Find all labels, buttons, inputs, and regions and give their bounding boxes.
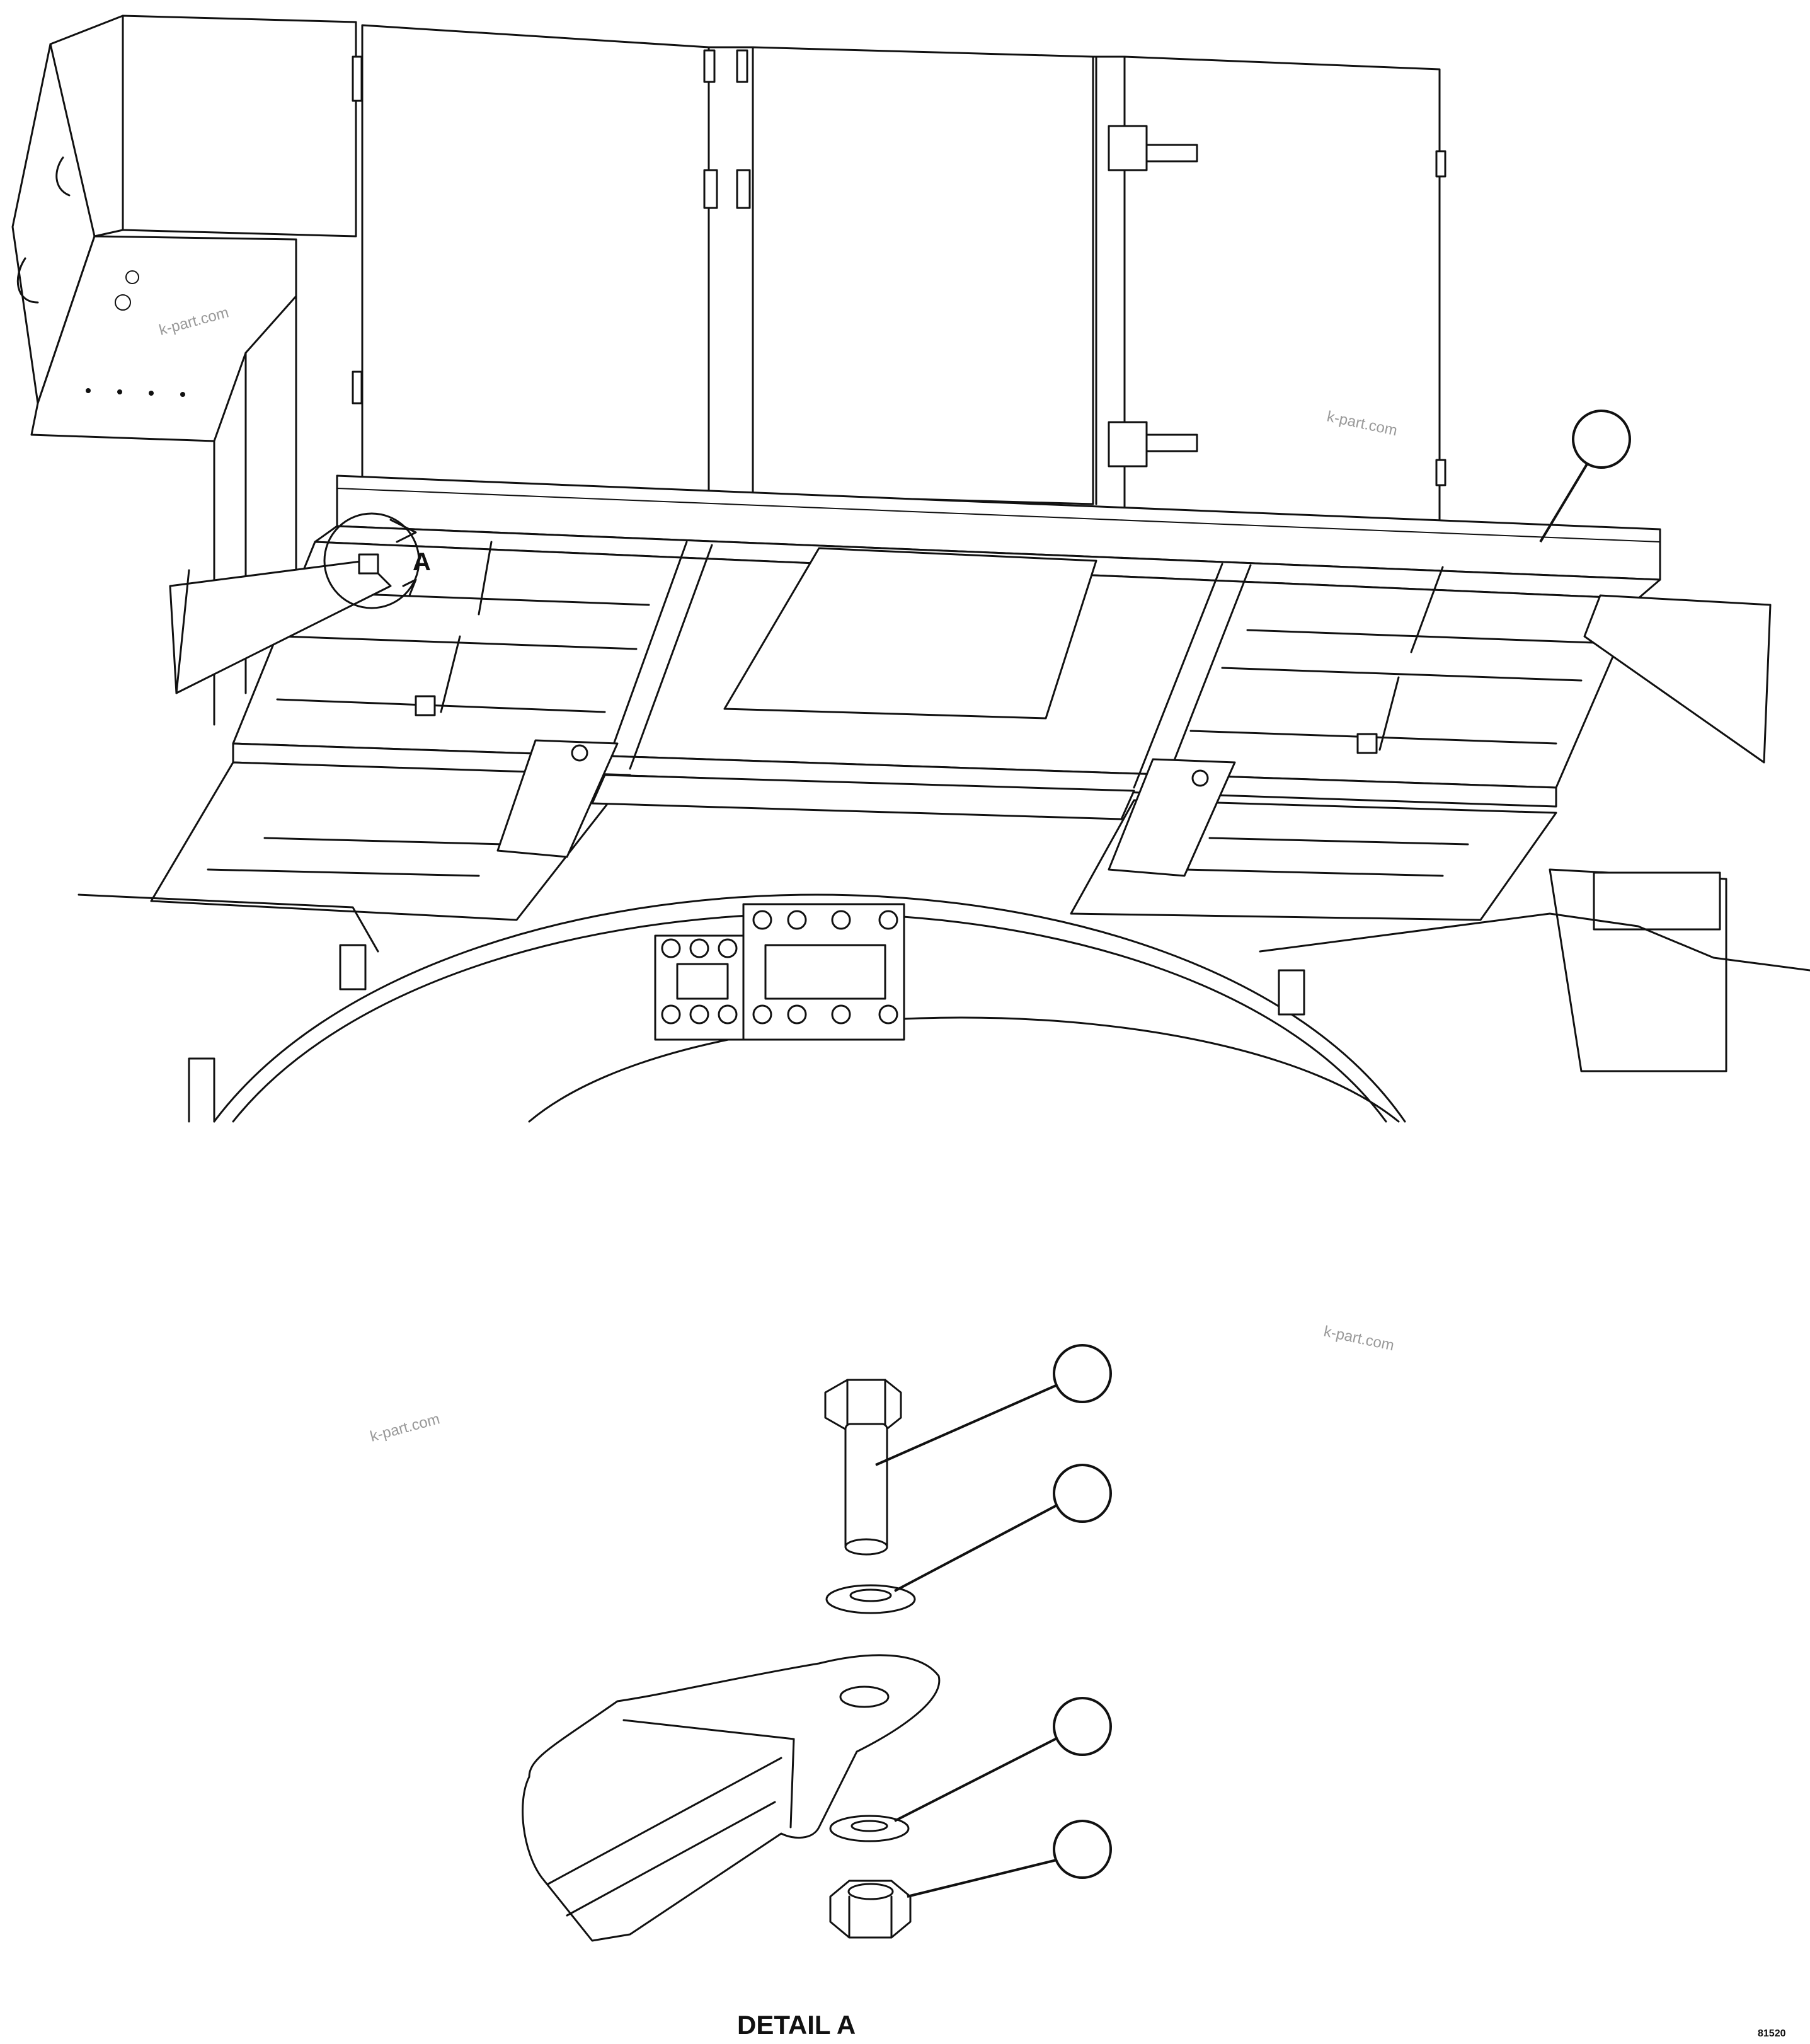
left-cabinet	[11, 14, 357, 726]
upper-cabinet-doors	[352, 24, 1446, 524]
bolt	[824, 1379, 902, 1556]
callout-bolt	[875, 1344, 1112, 1466]
nut	[829, 1880, 912, 1939]
main-assembly-view: A	[11, 14, 1810, 1123]
washer-upper	[825, 1584, 916, 1614]
washer-lower	[829, 1815, 910, 1842]
lower-framework	[77, 739, 1810, 1072]
watermark-4: k-part.com	[369, 1410, 442, 1445]
callout-nut	[907, 1820, 1112, 1898]
corner-code: 81520	[1758, 2028, 1786, 2039]
cabinet-rivets	[86, 388, 185, 397]
detail-a-view: DETAIL A	[522, 1344, 1112, 2040]
callout-frame-rail	[1539, 410, 1631, 543]
watermark-3: k-part.com	[1322, 1323, 1395, 1354]
detail-a-marker: A	[323, 512, 431, 609]
callout-washer-lower	[894, 1697, 1112, 1822]
bracket-arm	[522, 1654, 941, 1942]
detail-marker-label: A	[413, 548, 431, 576]
bolted-plates	[654, 903, 905, 1041]
detail-caption: DETAIL A	[737, 2010, 856, 2040]
callout-washer-upper	[894, 1464, 1112, 1592]
right-angled-plate	[1583, 594, 1772, 764]
left-angled-plate	[169, 560, 392, 694]
